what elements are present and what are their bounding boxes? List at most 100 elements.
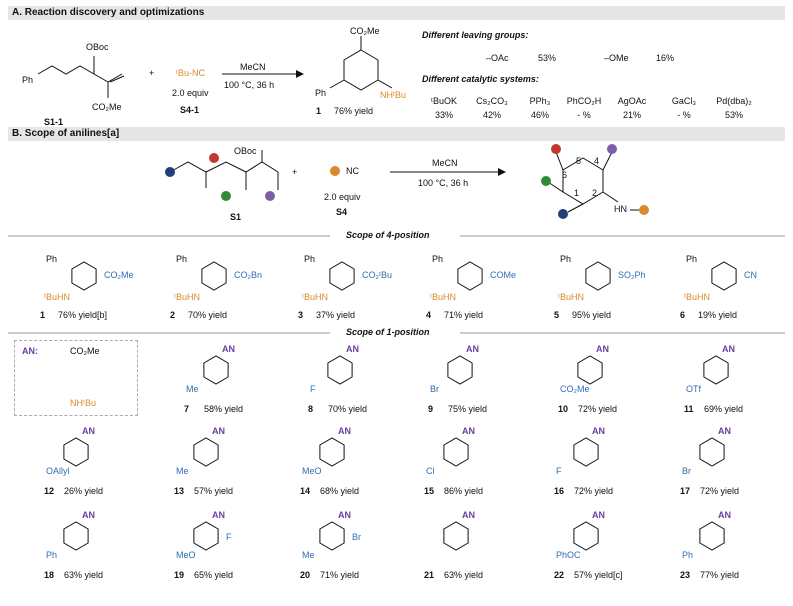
row4-ring-5: [711, 261, 737, 291]
row2-ring-2: [319, 437, 345, 467]
lg-0-pct: 53%: [538, 53, 557, 63]
row2-sub-2: MeO: [302, 466, 322, 476]
catalyst-1-pct: 42%: [482, 110, 501, 120]
row4-num-4: 5: [554, 310, 560, 320]
row3-sub-0: Ph: [46, 550, 58, 560]
catalyst-5-pct: - %: [677, 110, 691, 120]
an-box-nh: NHᵗBu: [70, 398, 96, 408]
row4-sub-5: CN: [744, 270, 757, 280]
row2-an-2: AN: [338, 426, 351, 436]
green-dot: [221, 191, 231, 201]
row4-num-3: 4: [426, 310, 432, 320]
row1-ring-1: [327, 355, 353, 385]
cond-a-1: MeCN: [240, 62, 266, 72]
row2-sub-1: Me: [176, 466, 189, 476]
catalyst-6: Pd(dba)₂: [716, 96, 752, 106]
row1-ring-4: [703, 355, 729, 385]
cond-b-1: MeCN: [432, 158, 458, 168]
row3-num-4: 22: [554, 570, 565, 580]
row2-num-4: 16: [554, 486, 565, 496]
prod-num: 1: [316, 106, 322, 116]
row1-an-4: AN: [722, 344, 735, 354]
row3-num-0: 18: [44, 570, 55, 580]
row1-an-2: AN: [466, 344, 479, 354]
product-purple-dot: [607, 144, 617, 154]
row1-yield-2: 75% yield: [448, 404, 488, 414]
plus-b: +: [292, 167, 298, 177]
s1-general-structure: [169, 150, 279, 190]
pos-5: 5: [576, 156, 582, 166]
an-box-co2me: CO₂Me: [70, 346, 100, 356]
row3-sub-4: PhOC: [556, 550, 581, 560]
leaving-title: Different leaving groups:: [422, 30, 529, 40]
row2-num-0: 12: [44, 486, 55, 496]
lg-0: –OAc: [486, 53, 509, 63]
row4-ph-5: Ph: [686, 254, 698, 264]
row3-num-5: 23: [680, 570, 691, 580]
nc-label: NC: [346, 166, 359, 176]
row2-an-0: AN: [82, 426, 95, 436]
row1-ring-3: [577, 355, 603, 385]
row3-an-1: AN: [212, 510, 225, 520]
row3-sub2-1: F: [226, 532, 232, 542]
row1-yield-1: 70% yield: [328, 404, 368, 414]
row4-ring-2: [329, 261, 355, 291]
row2-yield-2: 68% yield: [320, 486, 360, 496]
row3-ring-0: [63, 521, 89, 551]
catalyst-5: GaCl₃: [671, 96, 697, 106]
row4-nh-2: ᵗBuHN: [302, 292, 328, 302]
row2-yield-3: 86% yield: [444, 486, 484, 496]
section-a-title: A. Reaction discovery and optimizations: [12, 7, 205, 18]
row4-ring-0: [71, 261, 97, 291]
row1-rings: [63, 355, 729, 551]
row2-sub-5: Br: [682, 466, 691, 476]
row2-sub-0: OAllyl: [46, 466, 70, 476]
row4-yield-2: 37% yield: [316, 310, 356, 320]
row2-yield-1: 57% yield: [194, 486, 234, 496]
row3-ring-4: [573, 521, 599, 551]
row1-yield-4: 69% yield: [704, 404, 744, 414]
section-b-bar: [8, 127, 785, 141]
row2-num-2: 14: [300, 486, 311, 496]
product-orange-dot: [639, 205, 649, 215]
row4-ring-1: [201, 261, 227, 291]
catalyst-4: AgOAc: [617, 96, 647, 106]
prod-nh: NHᵗBu: [380, 90, 406, 100]
row2-yield-5: 72% yield: [700, 486, 740, 496]
row2-an-5: AN: [718, 426, 731, 436]
row3-an-2: AN: [338, 510, 351, 520]
row4-yield-3: 71% yield: [444, 310, 484, 320]
s1-1-co2me: CO₂Me: [92, 102, 122, 112]
row3-an-3: AN: [462, 510, 475, 520]
row3-ring-2: [319, 521, 345, 551]
purple-dot: [265, 191, 275, 201]
cat-title: Different catalytic systems:: [422, 74, 539, 84]
catalyst-6-pct: 53%: [724, 110, 743, 120]
pos-6: 6: [562, 170, 568, 180]
row4-ph-3: Ph: [432, 254, 444, 264]
product-1-ring: [329, 36, 393, 91]
an-box-label: AN:: [22, 346, 38, 356]
row3-an-5: AN: [718, 510, 731, 520]
row1-an-1: AN: [346, 344, 359, 354]
row1-sub-0: Me: [186, 384, 199, 394]
row3-an-0: AN: [82, 510, 95, 520]
row2-yield-0: 26% yield: [64, 486, 104, 496]
row4-yield-0: 76% yield[b]: [58, 310, 108, 320]
row4-num-2: 3: [298, 310, 304, 320]
row4-sub-2: CO₂ᵗBu: [362, 270, 392, 280]
row4-ph-1: Ph: [176, 254, 188, 264]
catalyst-2-pct: 46%: [530, 110, 549, 120]
pos-1: 1: [574, 188, 580, 198]
pos-2: 2: [592, 188, 598, 198]
row4-nh-3: ᵗBuHN: [430, 292, 456, 302]
row3-ring-3: [443, 521, 469, 551]
product-blue-dot: [558, 209, 568, 219]
scope4-title: Scope of 4-position: [346, 230, 430, 240]
s1-1-obz: OBoc: [86, 42, 109, 52]
row3-yield-0: 63% yield: [64, 570, 104, 580]
reagent-equiv: 2.0 equiv: [172, 88, 209, 98]
row1-an-3: AN: [596, 344, 609, 354]
row3-num-1: 19: [174, 570, 185, 580]
